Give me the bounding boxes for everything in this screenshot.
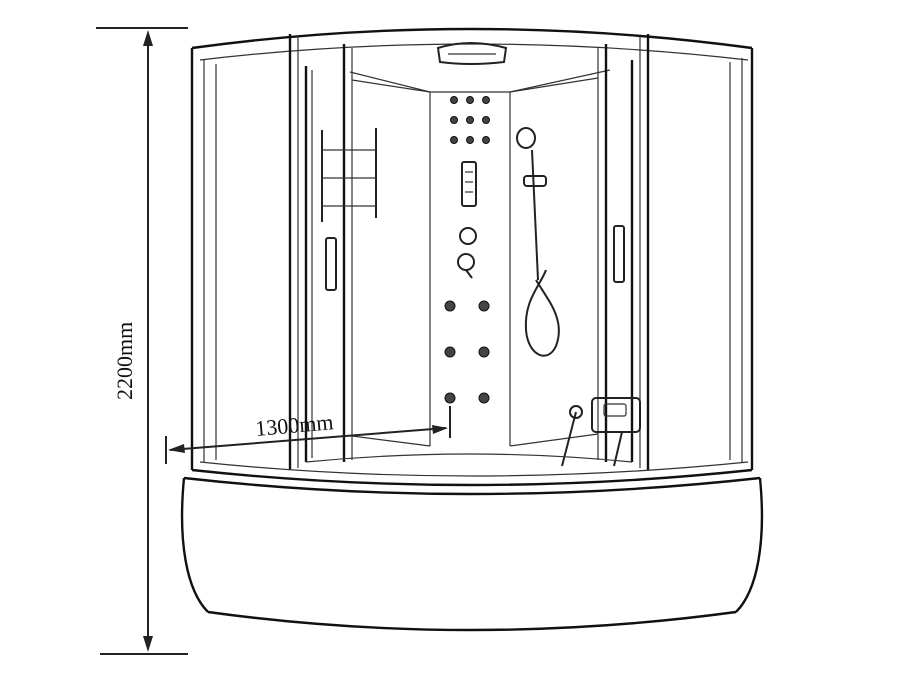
hand-shower: [516, 127, 560, 357]
height-arrow-bottom: [143, 636, 153, 652]
roof-light: [436, 42, 508, 65]
canopy-inner-edge: [199, 43, 749, 61]
height-arrow-top: [143, 30, 153, 46]
bathtub-apron: [180, 476, 764, 632]
width-arrow-left: [168, 444, 185, 453]
canopy: [191, 27, 753, 93]
height-label: 2200mm: [112, 322, 137, 400]
back-walls: [351, 77, 599, 447]
width-dimension-line: [169, 427, 447, 451]
shower-head: [516, 127, 536, 149]
left-sliding-door: [304, 44, 353, 462]
height-dimension: 2200mm: [96, 27, 188, 655]
canopy-top-edge: [191, 27, 753, 50]
diverter-knob: [459, 227, 477, 245]
shower-tray: [191, 453, 753, 487]
slide-bar: [531, 149, 539, 281]
side-controls: [561, 397, 641, 467]
body-jets: [444, 300, 490, 404]
control-panel: [461, 161, 477, 207]
canopy-roof-line: [349, 69, 611, 93]
left-towel-rack: [321, 128, 377, 222]
left-door-handle: [325, 237, 337, 291]
right-sliding-door: [597, 44, 634, 462]
width-label: 1300mm: [254, 409, 334, 441]
mixer-knob: [457, 253, 475, 271]
shower-hose: [524, 269, 560, 357]
control-column: [444, 96, 490, 404]
left-glass-panel: [190, 34, 299, 470]
right-glass-panel: [639, 34, 754, 470]
top-jets: [450, 96, 490, 144]
right-door-handle: [613, 225, 625, 283]
width-arrow-right: [432, 425, 448, 434]
